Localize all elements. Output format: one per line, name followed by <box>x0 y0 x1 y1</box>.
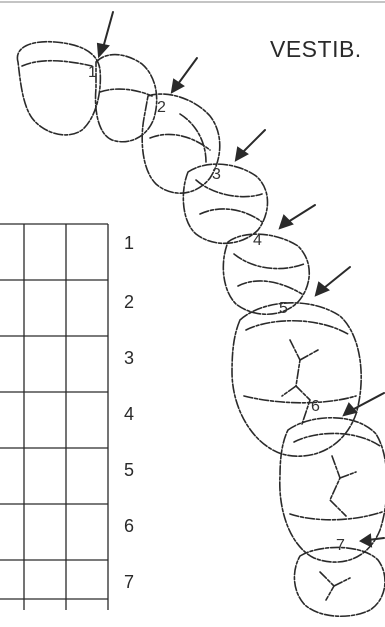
grid-row-label-6: 6 <box>124 516 134 537</box>
tooth-outlines <box>17 42 385 617</box>
tooth-label-5: 5 <box>279 300 288 318</box>
tooth-8-outline <box>294 547 385 616</box>
arrow-3 <box>236 130 265 160</box>
tooth-3-outline <box>142 94 220 193</box>
arrow-1 <box>98 12 113 56</box>
grid-row-label-3: 3 <box>124 348 134 369</box>
grid-row-label-4: 4 <box>124 404 134 425</box>
tooth-label-1: 1 <box>88 64 97 82</box>
tooth-label-7: 7 <box>336 537 345 555</box>
grid-table <box>0 224 108 610</box>
arrow-6 <box>344 393 384 415</box>
grid-row-label-5: 5 <box>124 460 134 481</box>
grid-row-label-7: 7 <box>124 572 134 593</box>
vestibular-heading: VESTIB. <box>270 36 362 63</box>
grid-row-label-1: 1 <box>124 233 134 254</box>
tooth-label-3: 3 <box>212 166 221 184</box>
tooth-label-6: 6 <box>311 398 320 416</box>
tooth-1-outline <box>17 42 100 135</box>
tooth-label-2: 2 <box>157 99 166 117</box>
arrow-5 <box>316 267 350 295</box>
grid-row-label-2: 2 <box>124 292 134 313</box>
arrow-2 <box>172 58 197 92</box>
tooth-label-4: 4 <box>253 232 262 250</box>
arrow-4 <box>280 205 315 228</box>
